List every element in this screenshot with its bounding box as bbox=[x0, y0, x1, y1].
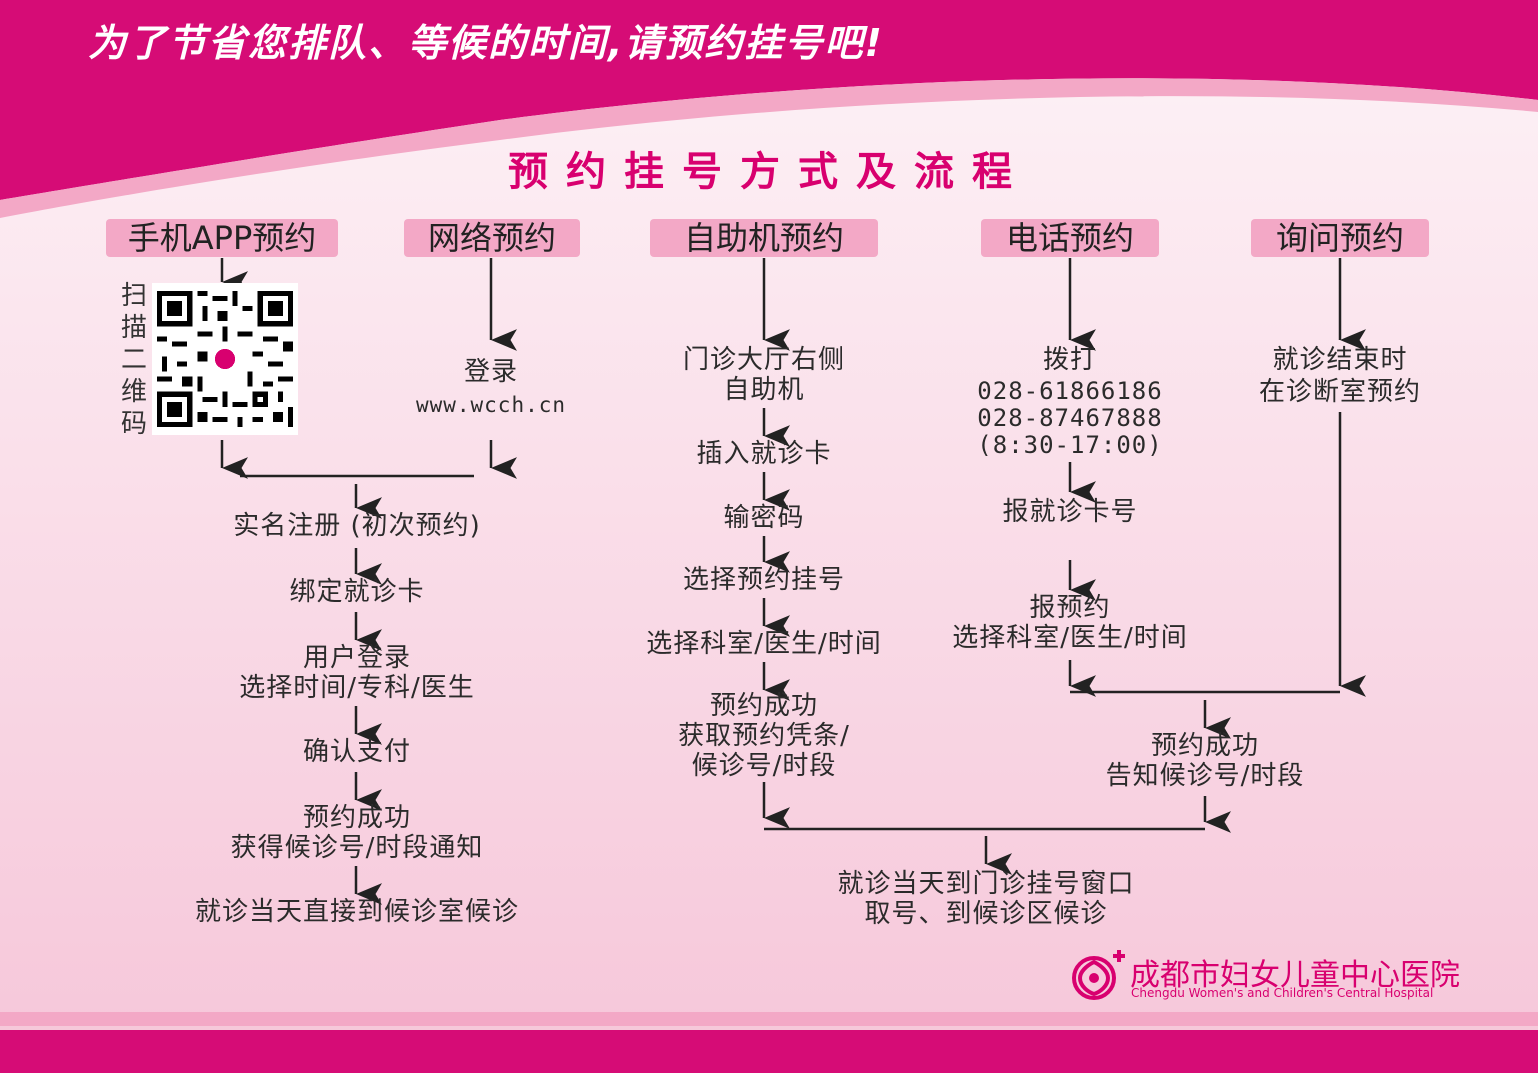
inquiry-line-1: 就诊结束时 bbox=[1272, 345, 1408, 375]
kiosk-step-select: 选择科室/医生/时间 bbox=[646, 629, 882, 659]
phone-step-book: 报预约 bbox=[1029, 593, 1111, 623]
phone-step-dial: 拨打 bbox=[1042, 345, 1097, 375]
phone-number-1[interactable]: 028-61866186 bbox=[977, 377, 1163, 405]
method-phone-label: 电话预约 bbox=[981, 219, 1159, 257]
final-step-line-2: 取号、到候诊区候诊 bbox=[864, 899, 1108, 929]
phone-number-2[interactable]: 028-87467888 bbox=[977, 404, 1163, 432]
scan-qr-instruction: 扫描二维码 bbox=[120, 281, 147, 439]
web-step-login: 登录 bbox=[463, 357, 518, 387]
method-web-label: 网络预约 bbox=[404, 219, 580, 257]
kiosk-step-receipt: 获取预约凭条/ bbox=[678, 721, 850, 751]
kiosk-step-password: 输密码 bbox=[723, 503, 805, 533]
merge-step-success: 预约成功 bbox=[1150, 731, 1259, 761]
phone-step-card: 报就诊卡号 bbox=[1002, 497, 1138, 527]
flower-cross-logo-icon bbox=[1068, 948, 1130, 1004]
header-slogan: 为了节省您排队、等候的时间,请预约挂号吧! bbox=[88, 21, 884, 65]
method-kiosk-label: 自助机预约 bbox=[650, 219, 878, 257]
kiosk-step-insert: 插入就诊卡 bbox=[696, 439, 832, 469]
kiosk-location-line-1: 门诊大厅右侧 bbox=[682, 345, 845, 375]
kiosk-step-choose: 选择预约挂号 bbox=[682, 565, 845, 595]
qr-code-icon[interactable] bbox=[152, 283, 298, 435]
app-step-bind: 绑定就诊卡 bbox=[289, 577, 425, 607]
kiosk-step-queue: 候诊号/时段 bbox=[691, 751, 837, 781]
page-title: 预约挂号方式及流程 bbox=[508, 149, 1030, 195]
app-step-register: 实名注册 (初次预约) bbox=[233, 511, 481, 541]
kiosk-location-line-2: 自助机 bbox=[723, 375, 805, 405]
app-step-login: 用户登录 bbox=[302, 643, 411, 673]
phone-step-select: 选择科室/医生/时间 bbox=[952, 623, 1188, 653]
method-app-label: 手机APP预约 bbox=[106, 219, 338, 257]
hospital-name-cn: 成都市妇女儿童中心医院 bbox=[1130, 958, 1460, 993]
app-step-visit: 就诊当天直接到候诊室候诊 bbox=[194, 897, 519, 927]
web-url-link[interactable]: www.wcch.cn bbox=[415, 393, 567, 417]
app-step-success: 预约成功 bbox=[302, 803, 411, 833]
phone-hours: (8:30-17:00) bbox=[977, 431, 1163, 459]
hospital-name-en: Chengdu Women's and Children's Central H… bbox=[1131, 986, 1434, 1000]
app-step-pay: 确认支付 bbox=[302, 737, 411, 767]
app-step-notice: 获得候诊号/时段通知 bbox=[230, 833, 484, 863]
method-inquiry-label: 询问预约 bbox=[1251, 219, 1429, 257]
inquiry-line-2: 在诊断室预约 bbox=[1258, 377, 1421, 407]
app-step-select: 选择时间/专科/医生 bbox=[239, 673, 475, 703]
merge-step-notify: 告知候诊号/时段 bbox=[1105, 761, 1305, 791]
kiosk-step-success: 预约成功 bbox=[709, 691, 818, 721]
final-step-line-1: 就诊当天到门诊挂号窗口 bbox=[837, 869, 1135, 899]
